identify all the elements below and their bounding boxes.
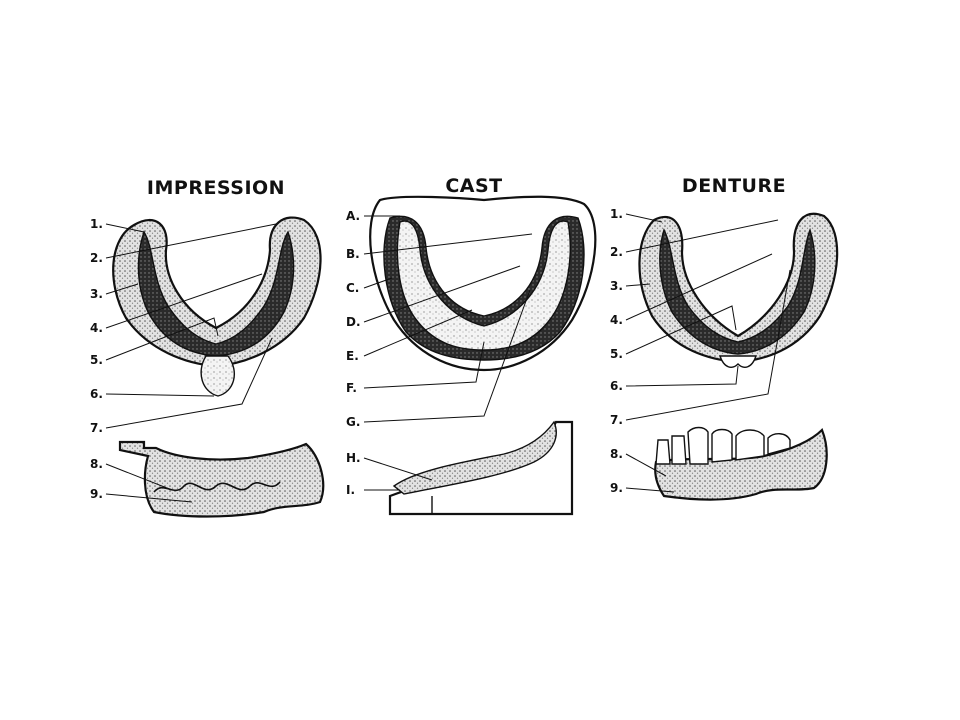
dental-figure: IMPRESSION CAST DENTURE 1. 2. 3. 4. 5. 6…	[44, 160, 876, 540]
impression-label-5: 5.	[90, 353, 103, 367]
cast-labels: A. B. C. D. E. F. G. H. I.	[346, 209, 361, 497]
cast-label-g: G.	[346, 415, 360, 429]
cast-label-d: D.	[346, 315, 361, 329]
figure-svg: IMPRESSION CAST DENTURE 1. 2. 3. 4. 5. 6…	[90, 175, 839, 518]
denture-label-4: 4.	[610, 313, 623, 327]
impression-label-4: 4.	[90, 321, 103, 335]
impression-label-3: 3.	[90, 287, 103, 301]
denture-label-3: 3.	[610, 279, 623, 293]
impression-leader-lines	[105, 223, 277, 503]
cast-label-b: B.	[346, 247, 360, 261]
impression-label-2: 2.	[90, 251, 103, 265]
impression-label-8: 8.	[90, 457, 103, 471]
impression-label-6: 6.	[90, 387, 103, 401]
denture-label-1: 1.	[610, 207, 623, 221]
cast-leader-lines	[363, 215, 533, 491]
denture-title: DENTURE	[682, 175, 786, 197]
denture-leader-lines	[625, 213, 791, 493]
denture-label-5: 5.	[610, 347, 623, 361]
impression-title: IMPRESSION	[147, 177, 285, 199]
impression-label-9: 9.	[90, 487, 103, 501]
denture-side-view	[654, 426, 828, 501]
cast-label-f: F.	[346, 381, 357, 395]
cast-label-c: C.	[346, 281, 359, 295]
denture-label-7: 7.	[610, 413, 623, 427]
denture-arch	[638, 212, 839, 368]
impression-side-view	[118, 440, 325, 518]
cast-side-view	[388, 420, 574, 516]
denture-label-9: 9.	[610, 481, 623, 495]
denture-label-2: 2.	[610, 245, 623, 259]
cast-arch	[369, 195, 597, 372]
denture-label-8: 8.	[610, 447, 623, 461]
denture-side-teeth	[655, 426, 791, 465]
impression-label-1: 1.	[90, 217, 103, 231]
cast-label-a: A.	[346, 209, 360, 223]
denture-labels: 1. 2. 3. 4. 5. 6. 7. 8. 9.	[610, 207, 623, 495]
cast-label-h: H.	[346, 451, 361, 465]
impression-label-7: 7.	[90, 421, 103, 435]
cast-label-i: I.	[346, 483, 355, 497]
impression-tongue-space	[200, 355, 236, 397]
cast-label-e: E.	[346, 349, 359, 363]
denture-front-teeth	[719, 355, 757, 368]
cast-title: CAST	[445, 175, 502, 197]
impression-arch	[112, 216, 322, 397]
denture-label-6: 6.	[610, 379, 623, 393]
impression-labels: 1. 2. 3. 4. 5. 6. 7. 8. 9.	[90, 217, 103, 501]
